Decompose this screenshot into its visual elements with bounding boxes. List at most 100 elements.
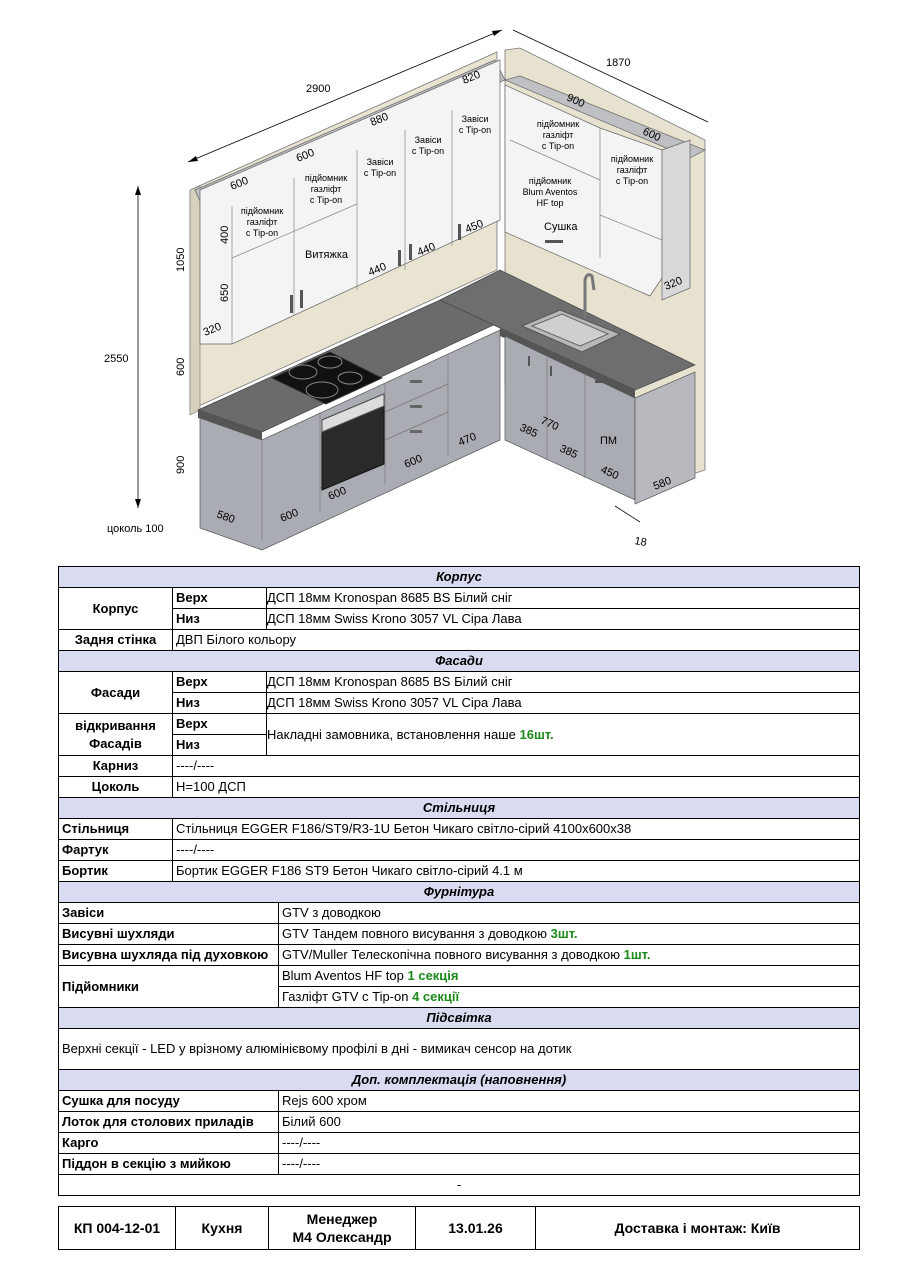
oven-panel [321,393,385,433]
cornice-value: ----/---- [171,755,861,777]
korpus-label: Корпус [58,587,173,630]
dim-panel: 18 [633,535,647,549]
dim-side-width: 1870 [606,57,630,69]
worktop-edge [198,410,262,440]
cargo-value: ----/---- [277,1132,861,1154]
plinth-label: Цоколь [58,776,173,798]
label-dishwasher: ПМ [600,435,617,447]
dish-dryer-label: Сушка для посуду [58,1090,279,1112]
upper-top-right [503,75,706,159]
dim-plinth: цоколь 100 [107,523,164,535]
edge-label: Бортик [58,860,173,882]
upper-side-right [661,139,691,301]
upper-dim-400: 400 [219,226,231,244]
drawers-value-text: GTV Тандем повного висування з доводкою [282,926,551,941]
lift1-value: Blum Aventos HF top 1 секція [277,965,861,987]
lift2-value: Газліфт GTV с Tip-on 4 секції [277,986,861,1008]
sink-bowl [530,313,610,347]
lighting-text: Верхні секції - LED у врізному алюмінієв… [57,1028,861,1070]
lower-side-right [634,371,696,505]
back-wall-label: Задня стінка [58,629,173,651]
oven-drawer-count: 1шт. [623,947,651,962]
fasady-label: Фасади [58,671,173,714]
oven-drawer-value: GTV/Muller Телескопічна повного висуванн… [277,944,861,966]
fasady-bottom-value: ДСП 18мм Swiss Krono 3057 VL Сіра Лава [265,692,861,714]
manager-line1: Менеджер [306,1211,378,1227]
sink-faucet [583,273,596,318]
dim-height-total: 2550 [104,353,128,365]
opening-bottom-label: Низ [172,734,267,756]
specification-table: Корпус Корпус Верх ДСП 18мм Kronospan 86… [57,566,861,1196]
fasady-top-label: Верх [172,671,267,693]
lifts-label: Підйомники [58,965,279,1008]
fasady-top-value: ДСП 18мм Kronospan 8685 BS Білий сніг [265,671,861,693]
korpus-bottom-label: Низ [172,608,267,630]
opening-value-text: Накладні замовника, встановлення наше [267,726,520,742]
lift2-value-text: Газліфт GTV с Tip-on [282,989,413,1004]
sink-tray-value: ----/---- [277,1153,861,1175]
sink-tray-label: Піддон в секцію з мийкою [58,1153,279,1175]
hinges-value: GTV з доводкою [277,902,861,924]
hinges-label: Завіси [58,902,279,924]
lower-dim-580a: 580 [215,509,236,527]
order-code: КП 004-12-01 [58,1206,176,1250]
manager-line2: М4 Олександр [292,1229,392,1245]
delivery-info: Доставка і монтаж: Київ [535,1206,860,1250]
order-date: 13.01.26 [415,1206,536,1250]
opening-label-line2: Фасадів [89,735,142,751]
dim-lower-height: 900 [175,456,187,474]
dim-gap-height: 600 [175,358,187,376]
apron-value: ----/---- [171,839,861,861]
dim-upper-height: 1050 [175,248,187,272]
korpus-bottom-value: ДСП 18мм Swiss Krono 3057 VL Сіра Лава [265,608,861,630]
worktop-value: Стільниця EGGER F186/ST9/R3-1U Бетон Чик… [171,818,861,840]
footer-table: КП 004-12-01 Кухня Менеджер М4 Олександр… [58,1206,860,1250]
kitchen-isometric-drawing: 2900 1870 2550 1050 600 900 цоколь 100 1… [104,29,709,551]
oven-drawer-label: Висувна шухляда під духовкою [58,944,279,966]
manager: Менеджер М4 Олександр [268,1206,416,1250]
opening-label-line1: відкривання [75,717,156,733]
section-furnitura: Фурнітура [57,881,861,903]
section-dop: Доп. комплектація (наповнення) [57,1069,861,1091]
section-fasady: Фасади [57,650,861,672]
wall-edge-left [189,185,201,416]
section-korpus: Корпус [57,566,861,588]
cutlery-tray-label: Лоток для столових приладів [58,1111,279,1133]
upper-fronts-left [199,59,501,345]
lift1-count: 1 секція [407,968,459,983]
opening-count: 16шт. [519,726,554,742]
apron-label: Фартук [58,839,173,861]
drawers-count: 3шт. [550,926,578,941]
drawers-label: Висувні шухляди [58,923,279,945]
separator-dash: - [57,1174,861,1196]
induction-hob [270,351,384,405]
dish-dryer-value: Rejs 600 хром [277,1090,861,1112]
room-name: Кухня [175,1206,269,1250]
label-dryer: Сушка [544,221,578,233]
edge-value: Бортик EGGER F186 ST9 Бетон Чикаго світл… [171,860,861,882]
cornice-label: Карниз [58,755,173,777]
korpus-top-value: ДСП 18мм Kronospan 8685 BS Білий сніг [265,587,861,609]
korpus-top-label: Верх [172,587,267,609]
lift2-count: 4 секції [412,989,460,1004]
section-pidsvitka: Підсвітка [57,1007,861,1029]
back-wall-value: ДВП Білого кольору [171,629,861,651]
plinth-value: Н=100 ДСП [171,776,861,798]
dim-total-width: 2900 [306,83,330,95]
opening-value: Накладні замовника, встановлення наше 16… [265,713,861,756]
opening-label: відкривання Фасадів [58,713,173,756]
worktop-label: Стільниця [58,818,173,840]
fasady-bottom-label: Низ [172,692,267,714]
cargo-label: Карго [58,1132,279,1154]
label-hood: Витяжка [305,249,349,261]
cutlery-tray-value: Білий 600 [277,1111,861,1133]
upper-dim-650: 650 [219,284,231,302]
